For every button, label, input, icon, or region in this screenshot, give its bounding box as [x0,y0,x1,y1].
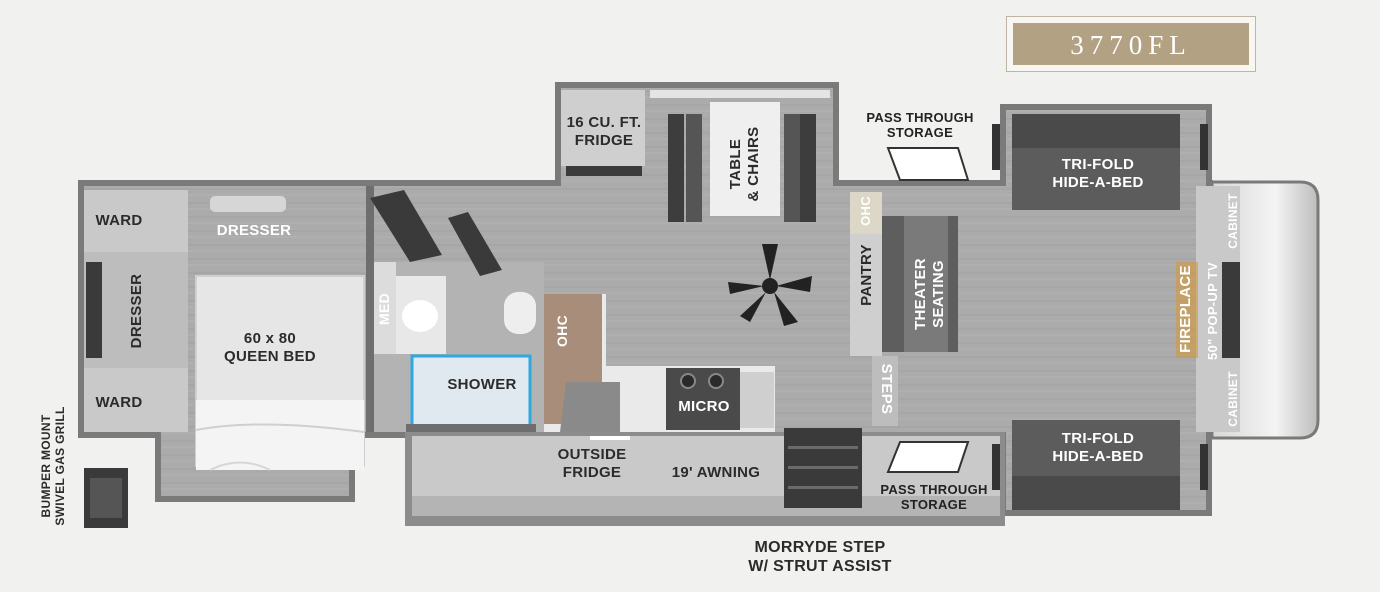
shower-label: SHOWER [447,376,517,393]
pantry-theater [850,192,958,426]
kitchen [544,294,775,440]
ward-top-label: WARD [95,212,143,229]
queen-bed [195,275,365,471]
morryde-label: MORRYDE STEP W/ STRUT ASSIST [748,539,892,575]
dresser-top-label: DRESSER [216,222,292,239]
queen-bed-label: 60 x 80 QUEEN BED [224,330,316,365]
fridge-label: 16 CU. FT. FRIDGE [566,114,642,149]
pass-through-hatches [886,147,970,473]
ward-top-block [84,190,188,252]
pantry-label: PANTRY [858,244,875,306]
hide-bed-bottom-label: TRI-FOLD HIDE-A-BED [1052,430,1144,465]
micro-label: MICRO [678,398,730,415]
grill-label: BUMPER MOUNT SWIVEL GAS GRILL [39,406,67,526]
bedroom-partition [366,186,374,432]
ward-bottom-label: WARD [95,394,143,411]
table-label: TABLE & CHAIRS [727,126,762,202]
bathroom [374,262,544,432]
steps-label: STEPS [878,363,895,415]
fireplace-wall [1176,186,1240,432]
tv-label: 50" POP-UP TV [1205,262,1220,360]
entry-steps [784,428,862,508]
ohc-pantry-label: OHC [858,196,873,226]
theater-label: THEATER SEATING [912,258,947,330]
gas-grill [84,468,128,528]
model-number: 3770FL [1013,23,1249,65]
hide-bed-top-label: TRI-FOLD HIDE-A-BED [1052,156,1144,191]
sofas [992,114,1208,510]
closet-door-left [86,262,102,358]
dresser-top-shape [210,196,286,212]
pass-through-bottom-label: PASS THROUGH STORAGE [880,482,988,512]
pass-through-top-label: PASS THROUGH STORAGE [866,110,974,140]
outside-fridge-label: OUTSIDE FRIDGE [557,446,627,481]
cabinet-bottom-label: CABINET [1226,371,1240,427]
ceiling-fan [728,244,812,326]
fireplace-label: FIREPLACE [1177,265,1194,353]
hall-doors [370,190,502,276]
awning-label: 19' AWNING [671,464,761,481]
dresser-side-label: DRESSER [128,273,145,349]
cabinet-top-label: CABINET [1226,193,1240,249]
model-badge: 3770FL [1006,16,1256,72]
med-label: MED [376,293,392,326]
ohc-kitchen-label: OHC [554,315,570,348]
dinette-slide [561,90,830,222]
ward-bottom-block [84,368,188,432]
